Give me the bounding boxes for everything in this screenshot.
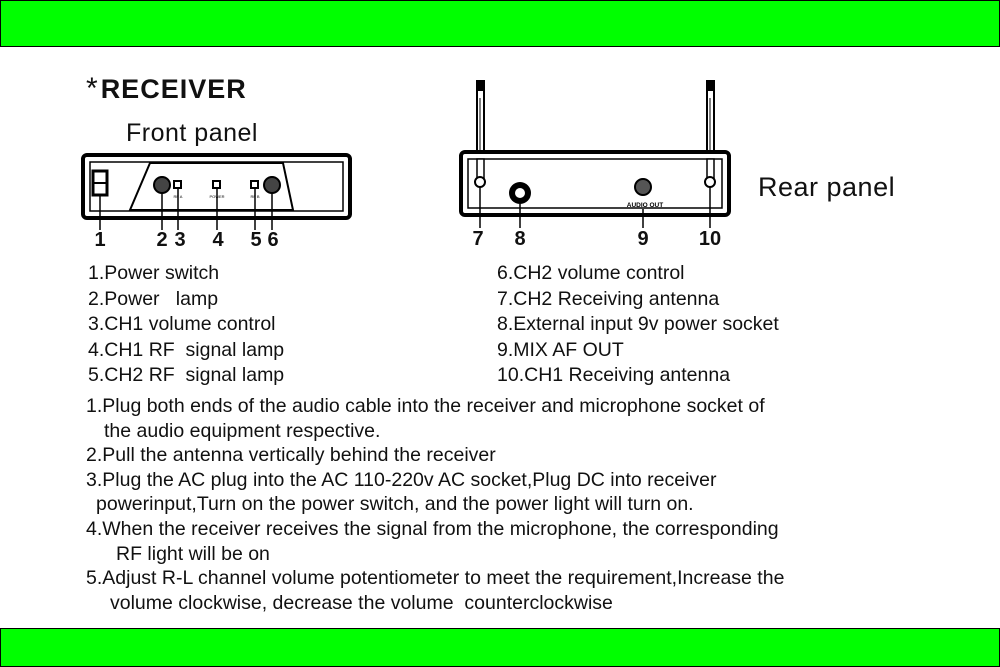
instruction-line: 4.When the receiver receives the signal … [86, 517, 779, 540]
instructions: 1.Plug both ends of the audio cable into… [86, 394, 784, 615]
audio-out-tiny-label: AUDIO OUT [627, 202, 664, 209]
front-panel-title: Front panel [126, 119, 258, 147]
rear-panel-body [459, 150, 731, 217]
control-faceplate [128, 162, 295, 211]
section-heading: *RECEIVER [86, 72, 247, 106]
callout-2: 2 [156, 229, 168, 251]
legend-right: 6.CH2 volume control 7.CH2 Receiving ant… [497, 261, 779, 389]
ch2-antenna-jack-icon [474, 176, 486, 188]
instruction-line: volume clockwise, decrease the volume co… [110, 591, 613, 614]
instruction-line: the audio equipment respective. [104, 419, 381, 442]
callout-5: 5 [250, 229, 262, 251]
callout-3: 3 [174, 229, 186, 251]
callout-6: 6 [267, 229, 279, 251]
legend-item: 8.External input 9v power socket [497, 313, 779, 335]
instruction-line: 5.Adjust R-L channel volume potentiomete… [86, 567, 785, 590]
instruction-line: 2.Pull the antenna vertically behind the… [86, 444, 496, 467]
legend-item: 10.CH1 Receiving antenna [497, 364, 731, 386]
legend-item: 3.CH1 volume control [88, 313, 276, 335]
power-lamp-icon [212, 180, 221, 189]
ch1-volume-knob-icon [153, 176, 171, 194]
front-panel-drawing: RF A POWER RF B [81, 153, 352, 230]
ch1-rf-lamp-icon [173, 180, 182, 189]
callout-10: 10 [698, 228, 722, 250]
callout-7: 7 [472, 228, 484, 250]
callout-9: 9 [637, 228, 649, 250]
legend-item: 2.Power lamp [88, 287, 219, 310]
legend-item: 4.CH1 RF signal lamp [88, 338, 285, 361]
rear-panel-drawing: AUDIO OUT [459, 80, 731, 228]
callout-4: 4 [212, 229, 224, 251]
instruction-line: powerinput,Turn on the power switch, and… [96, 493, 694, 516]
legend-item: 6.CH2 volume control [497, 262, 685, 284]
rear-callout-lines [479, 187, 711, 228]
ch2-rf-lamp-icon [250, 180, 259, 189]
instruction-line: 3.Plug the AC plug into the AC 110-220v … [86, 468, 717, 491]
front-callout-lines [99, 188, 273, 230]
bottom-green-banner [0, 628, 1000, 667]
ch1-antenna-jack-icon [704, 176, 716, 188]
heading-title: RECEIVER [100, 74, 247, 104]
instruction-line: RF light will be on [116, 542, 270, 565]
asterisk-mark: * [86, 72, 99, 105]
instruction-line: 1.Plug both ends of the audio cable into… [86, 395, 765, 417]
legend-left: 1.Power switch 2.Power lamp 3.CH1 volume… [88, 261, 284, 389]
callout-8: 8 [514, 228, 526, 250]
top-green-banner [0, 0, 1000, 47]
legend-item: 5.CH2 RF signal lamp [88, 364, 285, 386]
legend-item: 7.CH2 Receiving antenna [497, 287, 720, 310]
rear-panel-title: Rear panel [758, 172, 896, 202]
legend-item: 1.Power switch [88, 262, 220, 284]
legend-item: 9.MIX AF OUT [497, 338, 624, 361]
ch2-volume-knob-icon [263, 176, 281, 194]
callout-1: 1 [94, 229, 106, 251]
audio-out-jack-icon [634, 178, 652, 196]
